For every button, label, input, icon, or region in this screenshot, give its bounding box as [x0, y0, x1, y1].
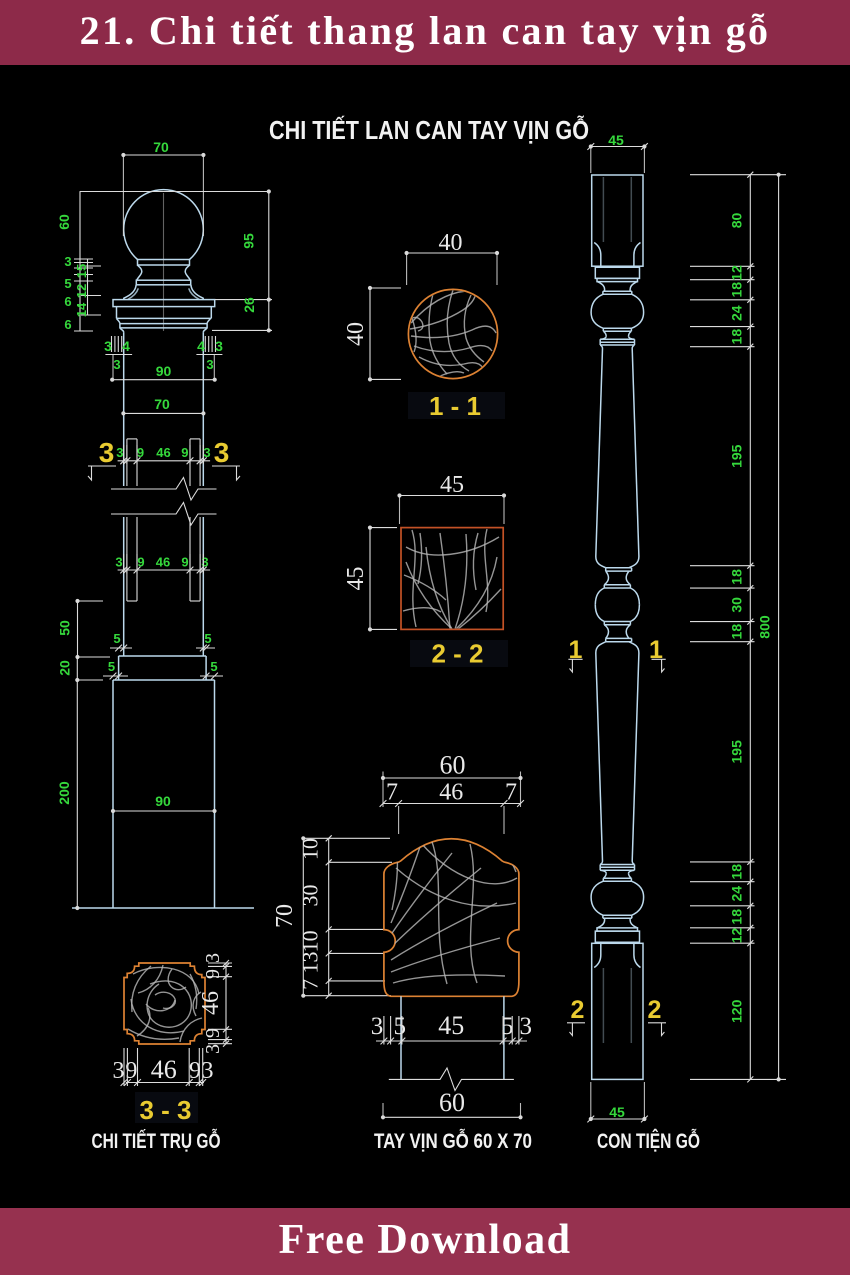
- svg-text:18: 18: [729, 569, 745, 585]
- svg-text:120: 120: [729, 999, 745, 1023]
- svg-text:CHI TIẾT TRỤ GỖ: CHI TIẾT TRỤ GỖ: [92, 1129, 221, 1153]
- svg-text:7: 7: [386, 780, 398, 806]
- svg-text:3: 3: [203, 445, 210, 460]
- svg-text:45: 45: [343, 567, 369, 591]
- svg-text:18: 18: [729, 909, 745, 925]
- svg-text:46: 46: [151, 1055, 177, 1084]
- svg-text:9: 9: [202, 969, 224, 979]
- svg-text:2: 2: [571, 996, 585, 1024]
- svg-text:45: 45: [609, 1104, 625, 1120]
- svg-text:46: 46: [156, 445, 170, 460]
- svg-text:3: 3: [214, 437, 230, 468]
- svg-text:5: 5: [108, 659, 115, 674]
- svg-text:3: 3: [215, 338, 223, 354]
- svg-text:1 - 1: 1 - 1: [429, 391, 481, 421]
- svg-text:40: 40: [439, 230, 463, 256]
- svg-text:45: 45: [440, 472, 464, 498]
- svg-text:90: 90: [155, 793, 171, 809]
- svg-text:18: 18: [729, 282, 745, 298]
- svg-text:9: 9: [137, 555, 144, 570]
- svg-text:12: 12: [729, 265, 745, 281]
- svg-text:CON TIỆN GỖ: CON TIỆN GỖ: [597, 1129, 700, 1153]
- svg-text:9: 9: [137, 445, 144, 460]
- svg-text:45: 45: [438, 1011, 464, 1040]
- svg-text:90: 90: [156, 363, 172, 379]
- svg-text:3: 3: [206, 357, 213, 372]
- svg-text:195: 195: [729, 444, 745, 468]
- svg-text:70: 70: [154, 396, 170, 412]
- svg-text:TAY VỊN GỖ 60 X 70: TAY VỊN GỖ 60 X 70: [374, 1129, 532, 1153]
- svg-text:12: 12: [729, 928, 745, 944]
- svg-text:6: 6: [64, 317, 71, 332]
- svg-text:5: 5: [64, 276, 71, 291]
- svg-text:CHI TIẾT LAN CAN TAY VỊN GỖ: CHI TIẾT LAN CAN TAY VỊN GỖ: [269, 115, 589, 145]
- svg-text:3: 3: [115, 555, 122, 570]
- svg-text:2 - 2: 2 - 2: [431, 639, 483, 669]
- svg-text:3: 3: [201, 555, 208, 570]
- svg-text:3: 3: [202, 953, 224, 963]
- svg-text:46: 46: [198, 991, 224, 1015]
- svg-text:18: 18: [729, 329, 745, 345]
- svg-text:2: 2: [648, 996, 662, 1024]
- svg-text:20: 20: [57, 660, 73, 676]
- svg-text:3: 3: [202, 1044, 224, 1054]
- svg-text:4: 4: [122, 338, 130, 354]
- svg-text:195: 195: [729, 740, 745, 764]
- svg-text:1: 1: [649, 636, 663, 664]
- svg-text:3: 3: [202, 1058, 214, 1084]
- svg-text:3: 3: [104, 338, 112, 354]
- svg-text:9: 9: [181, 555, 188, 570]
- svg-text:18: 18: [729, 624, 745, 640]
- svg-text:3: 3: [99, 437, 115, 468]
- svg-text:12: 12: [74, 284, 89, 298]
- svg-text:1: 1: [569, 636, 583, 664]
- svg-text:24: 24: [729, 886, 745, 902]
- svg-text:10: 10: [298, 930, 323, 952]
- svg-text:7: 7: [505, 780, 517, 806]
- svg-text:3: 3: [116, 445, 123, 460]
- svg-text:70: 70: [272, 904, 298, 928]
- svg-text:6: 6: [64, 294, 71, 309]
- svg-text:5: 5: [113, 631, 120, 646]
- svg-text:14: 14: [74, 302, 89, 317]
- svg-text:10: 10: [298, 838, 323, 860]
- svg-text:5: 5: [394, 1013, 407, 1040]
- svg-text:4: 4: [197, 338, 205, 354]
- svg-text:60: 60: [439, 1088, 465, 1117]
- svg-text:9: 9: [181, 445, 188, 460]
- svg-text:30: 30: [729, 597, 745, 613]
- svg-text:46: 46: [156, 555, 170, 570]
- svg-text:200: 200: [56, 781, 72, 805]
- svg-text:15: 15: [74, 264, 89, 278]
- svg-text:60: 60: [56, 214, 72, 230]
- svg-text:7: 7: [298, 979, 323, 990]
- svg-text:800: 800: [757, 615, 773, 639]
- svg-text:60: 60: [440, 751, 466, 780]
- svg-text:3: 3: [519, 1013, 532, 1040]
- svg-text:50: 50: [57, 620, 73, 636]
- svg-text:3: 3: [64, 254, 71, 269]
- svg-text:3: 3: [371, 1013, 384, 1040]
- svg-text:80: 80: [729, 213, 745, 229]
- svg-text:18: 18: [729, 864, 745, 880]
- svg-text:3: 3: [113, 1058, 125, 1084]
- svg-text:70: 70: [153, 139, 169, 155]
- svg-text:26: 26: [241, 297, 257, 313]
- svg-text:3 - 3: 3 - 3: [139, 1095, 191, 1125]
- svg-text:3: 3: [113, 357, 120, 372]
- svg-text:46: 46: [439, 780, 463, 806]
- svg-text:13: 13: [298, 952, 323, 974]
- svg-text:5: 5: [210, 659, 217, 674]
- svg-text:9: 9: [125, 1058, 137, 1084]
- svg-text:24: 24: [729, 305, 745, 321]
- svg-text:45: 45: [608, 132, 624, 148]
- svg-text:40: 40: [343, 322, 369, 346]
- svg-text:5: 5: [204, 631, 211, 646]
- svg-text:95: 95: [241, 233, 257, 249]
- svg-text:30: 30: [298, 885, 323, 907]
- svg-text:9: 9: [202, 1028, 224, 1038]
- svg-text:5: 5: [501, 1013, 514, 1040]
- svg-text:9: 9: [189, 1058, 201, 1084]
